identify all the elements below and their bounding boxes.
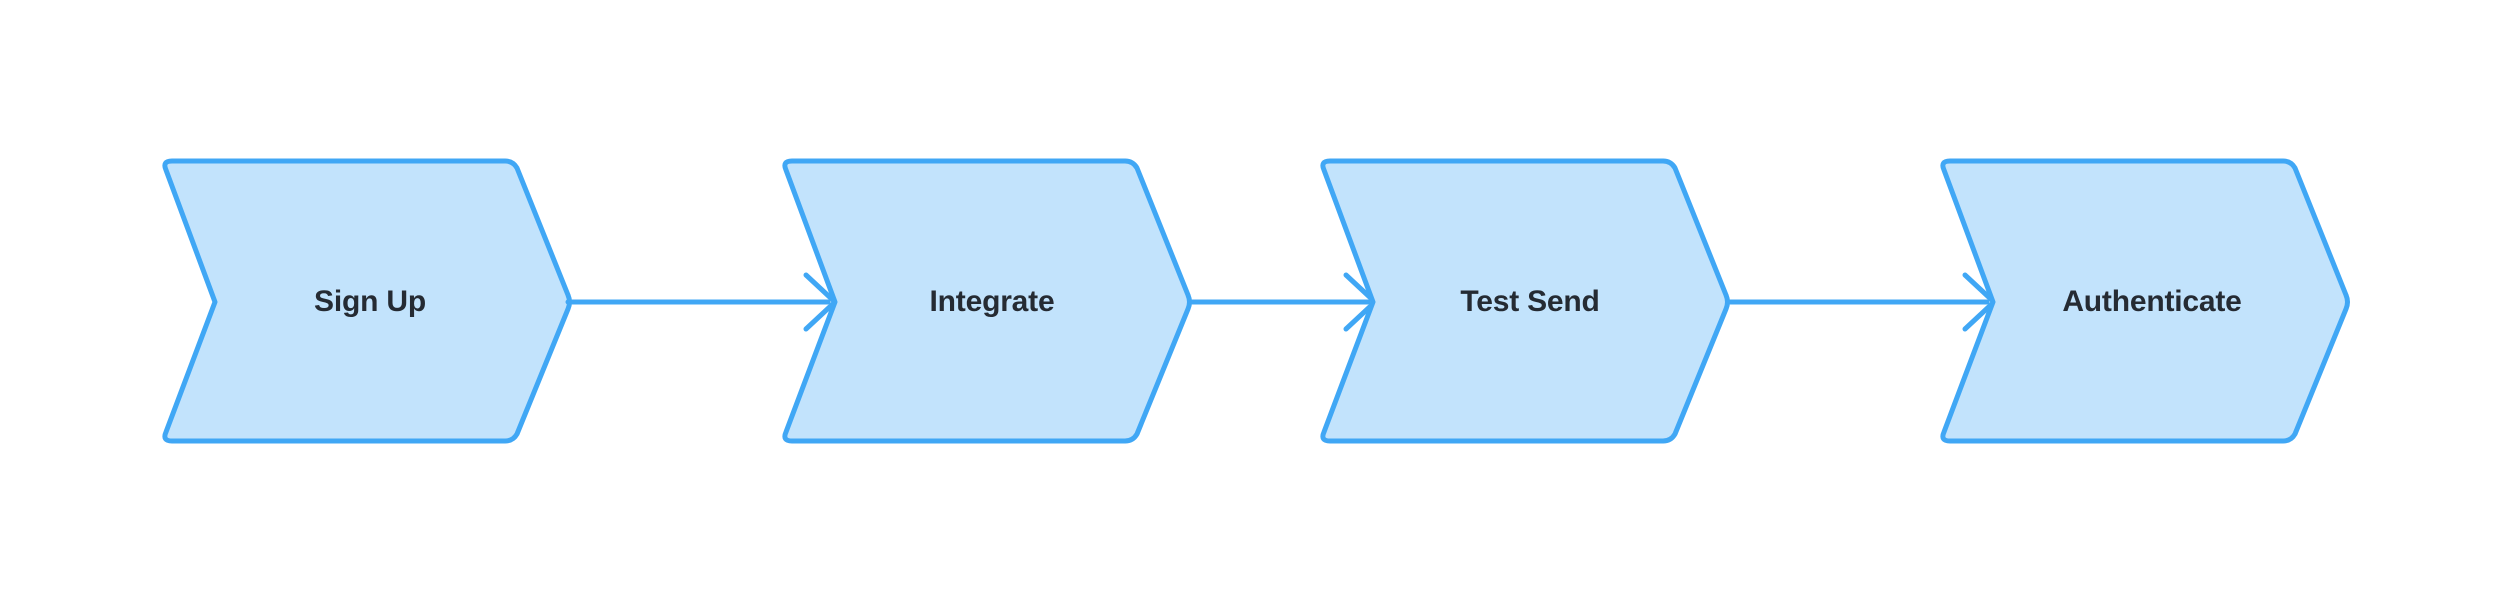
flow-step-1-label: Sign Up [314,285,426,318]
flow-step-4[interactable]: Authenticate [1940,158,2350,444]
flow-step-2-label: Integrate [930,285,1055,318]
flow-connector-2 [1187,272,1378,332]
chevron-shape-1[interactable] [162,158,572,444]
chevron-shape-2[interactable] [782,158,1192,444]
flow-step-3[interactable]: Test Send [1320,158,1730,444]
flow-connector-1 [565,272,838,332]
flow-step-4-label: Authenticate [2062,285,2241,318]
flow-step-2[interactable]: Integrate [782,158,1192,444]
flow-step-3-label: Test Send [1460,285,1599,318]
chevron-shape-4[interactable] [1940,158,2350,444]
chevron-shape-3[interactable] [1320,158,1730,444]
flow-connector-3 [1725,272,1997,332]
flow-step-1[interactable]: Sign Up [162,158,572,444]
